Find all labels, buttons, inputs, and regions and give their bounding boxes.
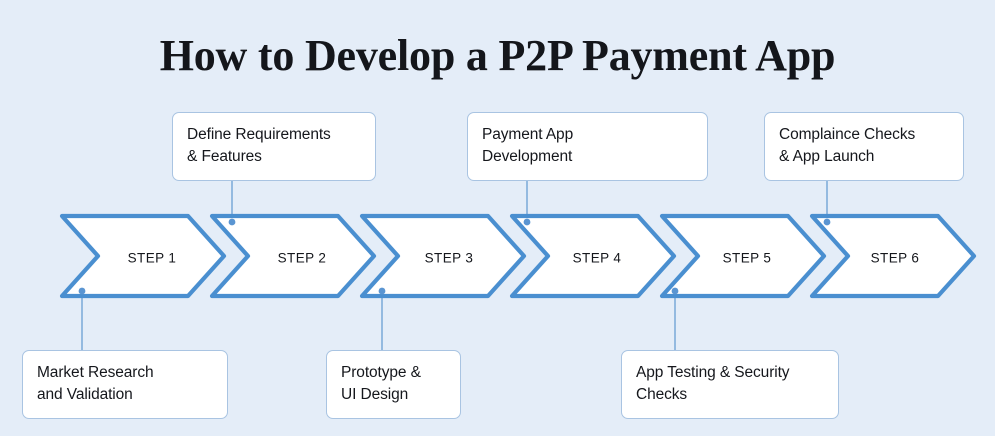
callout-step-4[interactable]: Payment App Development [467, 112, 708, 181]
callout-step-6[interactable]: Complaince Checks & App Launch [764, 112, 964, 181]
callout-step-5-line-1: App Testing & Security [636, 364, 790, 381]
step-label-6: STEP 6 [870, 250, 920, 266]
callout-step-5-line-2: Checks [636, 386, 688, 403]
callout-step-4-line-2: Development [482, 148, 573, 165]
chevron-step-3[interactable] [359, 213, 527, 299]
chevron-step-6[interactable] [809, 213, 977, 299]
callout-step-2-line-1: Define Requirements [187, 126, 331, 143]
callout-step-1[interactable]: Market Research and Validation [22, 350, 228, 419]
callout-step-1-line-1: Market Research [37, 364, 154, 381]
callout-step-6-line-2: & App Launch [779, 148, 875, 165]
connector-dots [78, 218, 831, 295]
step-label-1: STEP 1 [127, 250, 177, 266]
callout-step-5[interactable]: App Testing & Security Checks [621, 350, 839, 419]
step-label-2: STEP 2 [277, 250, 327, 266]
callout-step-2[interactable]: Define Requirements & Features [172, 112, 376, 181]
chevron-group [59, 213, 977, 299]
step-label-4: STEP 4 [572, 250, 622, 266]
callout-step-4-line-1: Payment App [482, 126, 574, 143]
chevron-step-4[interactable] [509, 213, 677, 299]
connector-dot-step-4 [523, 218, 531, 226]
chevron-step-1[interactable] [59, 213, 227, 299]
callout-step-3-line-2: UI Design [341, 386, 409, 403]
chevron-step-2[interactable] [209, 213, 377, 299]
connector-dot-step-6 [823, 218, 831, 226]
callout-step-2-line-2: & Features [187, 148, 262, 165]
chevron-step-5[interactable] [659, 213, 827, 299]
connector-dot-step-3 [378, 287, 386, 295]
callout-step-6-line-1: Complaince Checks [779, 126, 916, 143]
callout-step-3-line-1: Prototype & [341, 364, 421, 381]
callout-step-3[interactable]: Prototype & UI Design [326, 350, 461, 419]
step-label-5: STEP 5 [722, 250, 772, 266]
connector-dot-step-1 [78, 287, 86, 295]
callout-step-1-line-2: and Validation [37, 386, 133, 403]
connector-dot-step-2 [228, 218, 236, 226]
page-title: How to Develop a P2P Payment App [159, 31, 836, 80]
connector-dot-step-5 [671, 287, 679, 295]
step-label-3: STEP 3 [424, 250, 474, 266]
